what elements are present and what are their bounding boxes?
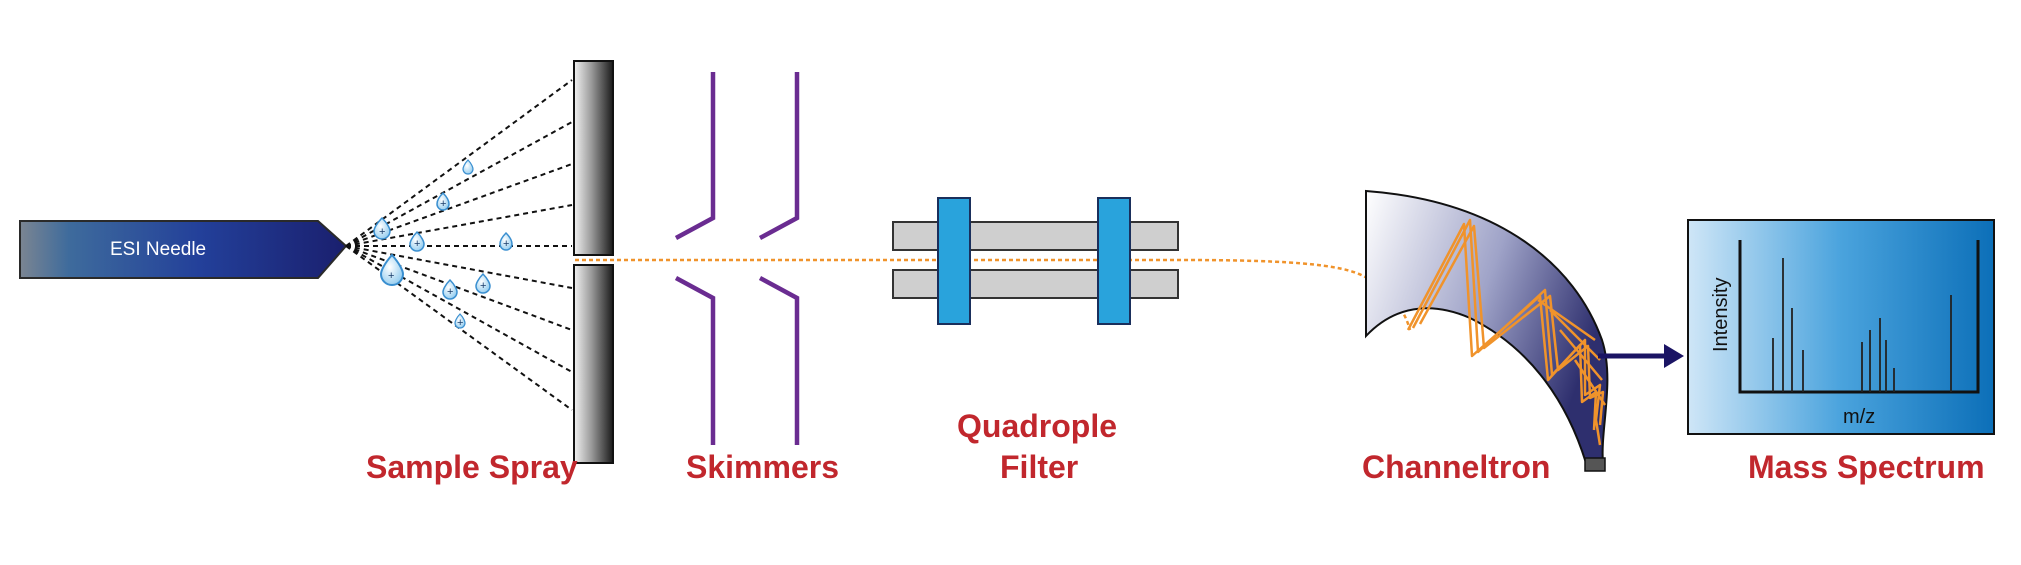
droplet-icon bbox=[462, 159, 474, 175]
droplet-icon: + bbox=[436, 191, 450, 211]
droplet-icon: + bbox=[499, 231, 513, 251]
svg-text:+: + bbox=[379, 226, 385, 238]
droplet-icon: + bbox=[442, 278, 458, 300]
spray-plume bbox=[345, 79, 573, 411]
svg-text:+: + bbox=[480, 280, 486, 292]
channeltron-label: Channeltron bbox=[1362, 449, 1550, 485]
svg-text:+: + bbox=[447, 286, 453, 298]
charged-droplets: + + + + + + + + bbox=[373, 159, 513, 329]
skimmers-label: Skimmers bbox=[686, 449, 839, 485]
counter-electrode-plate bbox=[573, 60, 614, 464]
mass-spectrum-panel: Intensity m/z bbox=[1687, 219, 1995, 435]
droplet-icon: + bbox=[373, 216, 391, 240]
quadrupole-filter bbox=[892, 197, 1179, 325]
quadrupole-label-line2: Filter bbox=[1000, 449, 1078, 485]
droplet-icon: + bbox=[454, 313, 466, 329]
mass-spectrum-label: Mass Spectrum bbox=[1748, 449, 1985, 485]
svg-text:+: + bbox=[440, 198, 446, 210]
arrow-right-icon bbox=[1598, 344, 1684, 368]
component-labels: Sample Spray Skimmers Quadrople Filter C… bbox=[366, 408, 1985, 485]
quadrupole-label-line1: Quadrople bbox=[957, 408, 1117, 444]
svg-text:+: + bbox=[414, 238, 420, 250]
esi-needle-label: ESI Needle bbox=[110, 239, 206, 260]
droplet-icon: + bbox=[475, 272, 491, 294]
svg-text:+: + bbox=[503, 238, 509, 250]
svg-text:+: + bbox=[457, 317, 463, 329]
svg-text:+: + bbox=[388, 270, 394, 282]
sample-spray-label: Sample Spray bbox=[366, 449, 578, 485]
spectrum-peaks bbox=[1772, 258, 1952, 392]
y-axis-label: Intensity bbox=[1710, 278, 1732, 352]
esi-needle: ESI Needle bbox=[19, 220, 348, 279]
electron-cascade bbox=[1406, 218, 1607, 446]
skimmers bbox=[674, 72, 800, 445]
droplet-icon: + bbox=[409, 230, 425, 252]
channeltron-detector bbox=[1365, 189, 1609, 472]
x-axis-label: m/z bbox=[1843, 406, 1875, 428]
droplet-icon: + bbox=[379, 253, 405, 286]
